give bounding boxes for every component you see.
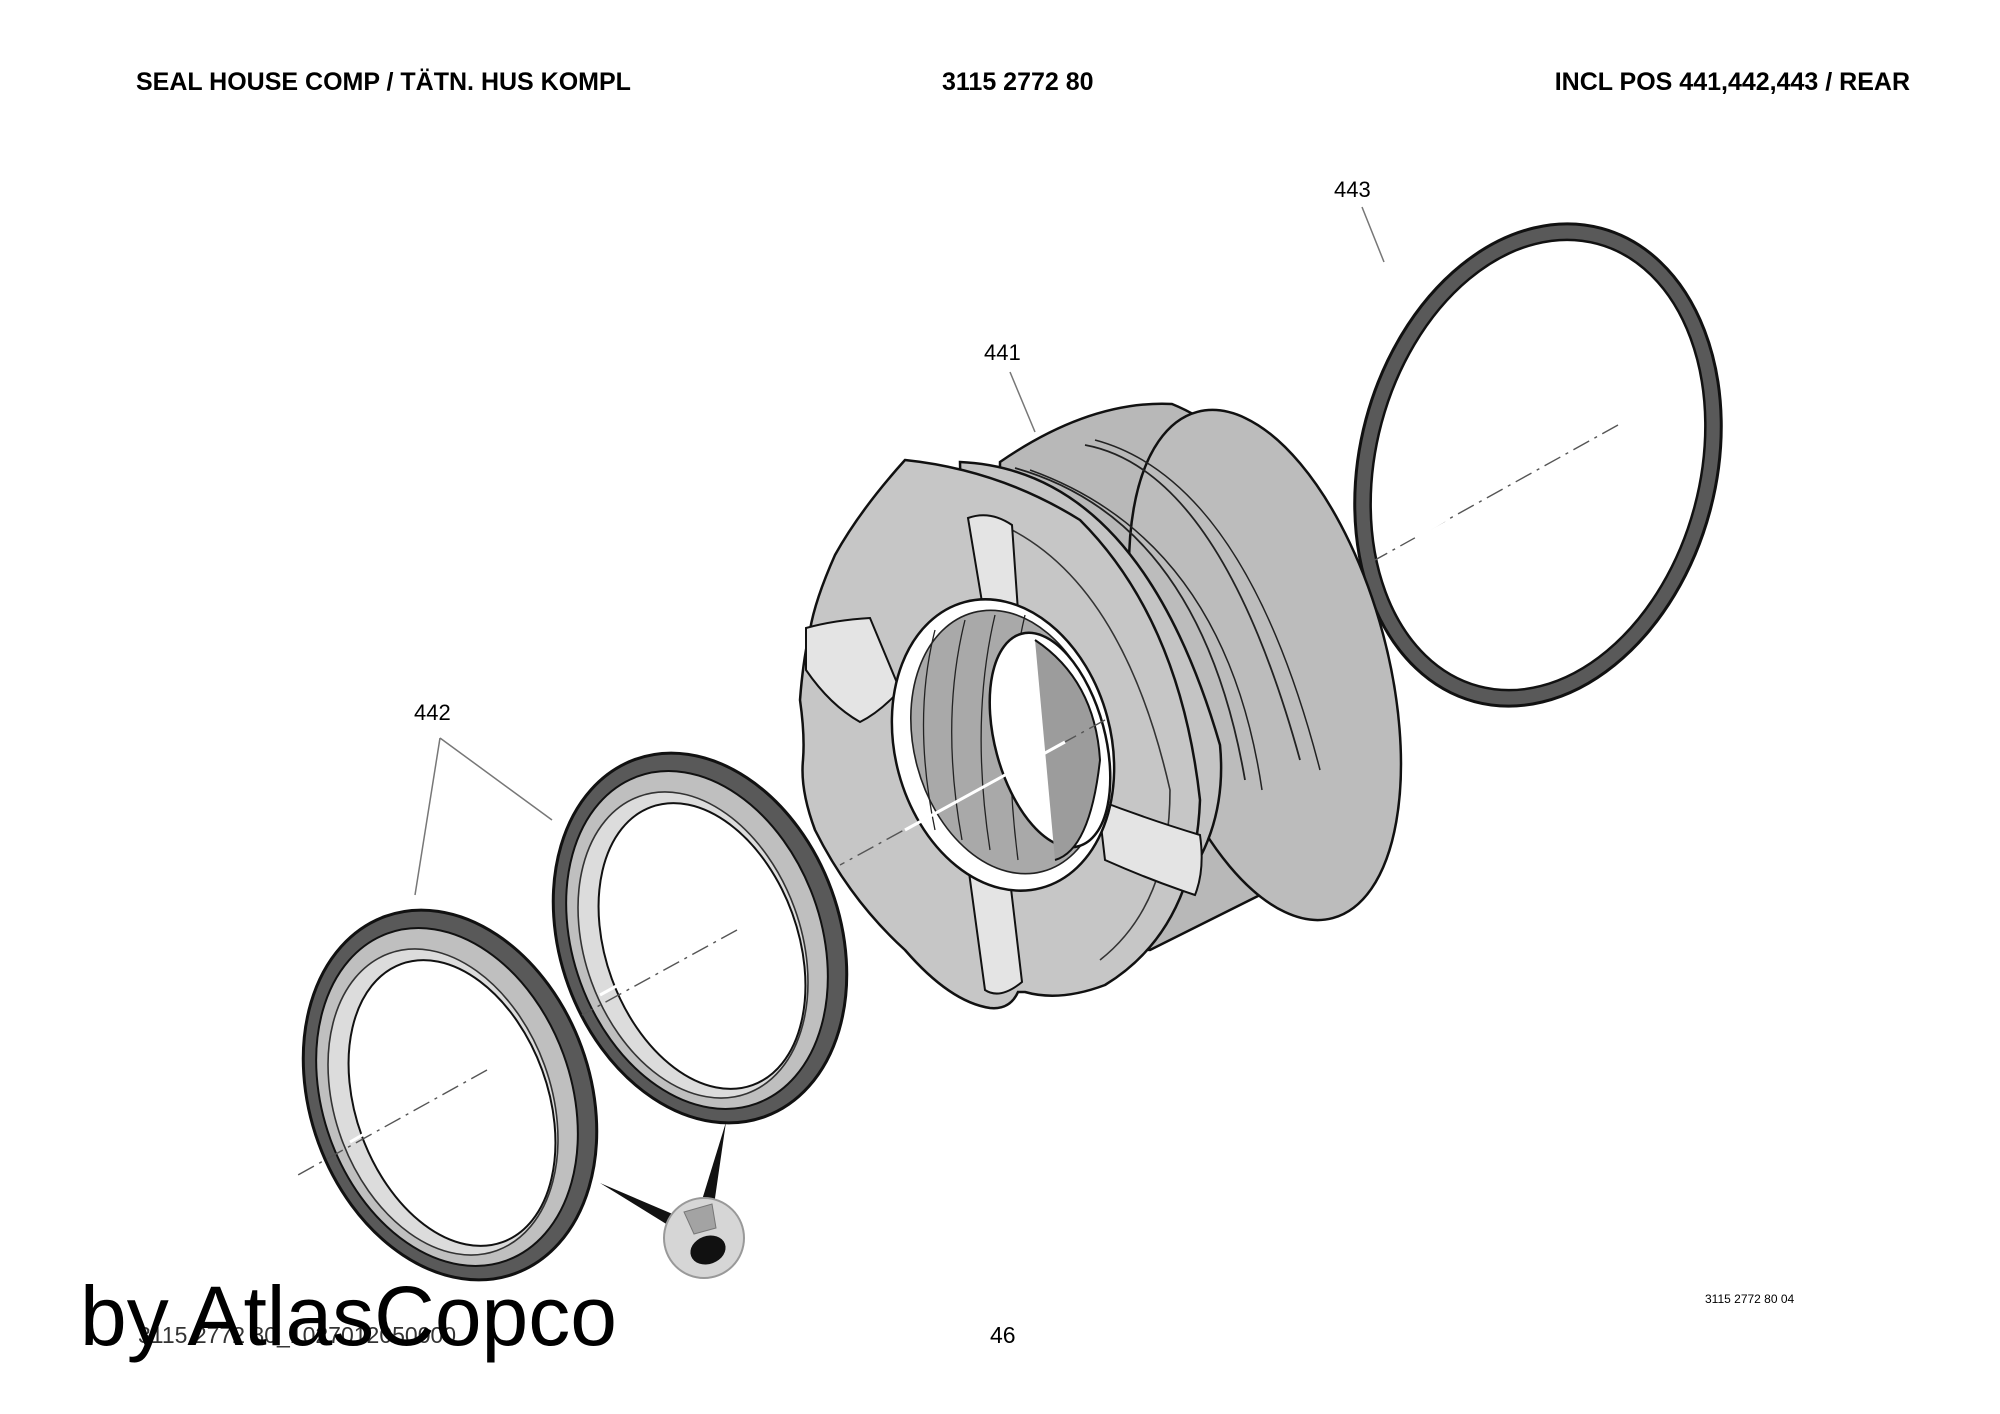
seal-house-441 [798, 402, 1403, 1010]
seal-ring-442-upper [551, 751, 849, 1125]
page-number: 46 [990, 1322, 1016, 1348]
header-part-name: SEAL HOUSE COMP / TÄTN. HUS KOMPL [136, 68, 631, 96]
axis-through-parts [349, 518, 1446, 1144]
file-reference: 3115 2772 80_1027012050000 [138, 1322, 457, 1348]
o-ring-443 [1353, 222, 1723, 708]
header-included-positions: INCL POS 441,442,443 / REAR [1554, 68, 1910, 96]
watermark-logo: by AtlasCopco [80, 1269, 617, 1363]
callout-leaders [414, 206, 1385, 896]
callout-442: 442 [414, 700, 451, 725]
callout-441: 441 [984, 340, 1021, 365]
header-part-number: 3115 2772 80 [942, 68, 1094, 96]
seal-ring-442-lower [301, 908, 599, 1282]
callout-443: 443 [1334, 177, 1371, 202]
detail-bubble [600, 1122, 745, 1279]
document-code: 3115 2772 80 04 [1705, 1292, 1795, 1306]
